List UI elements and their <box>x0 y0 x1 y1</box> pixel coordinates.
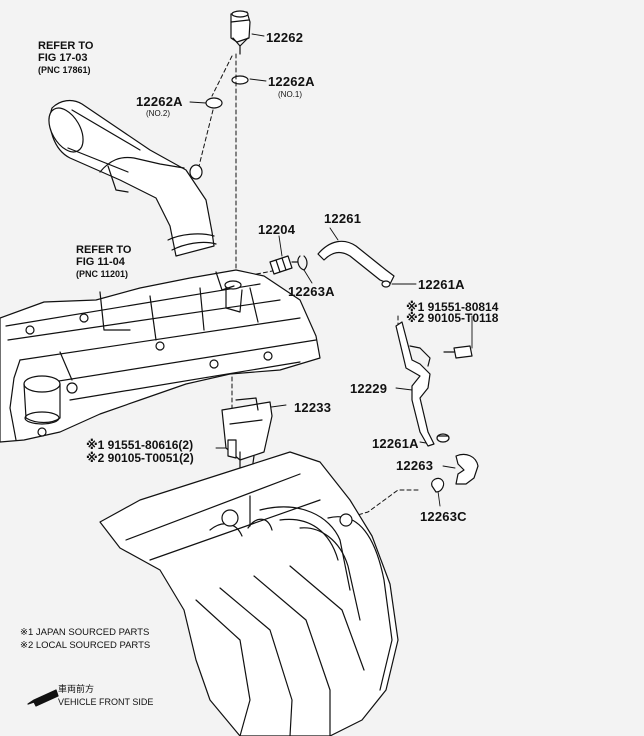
hose-12263 <box>455 453 479 485</box>
ring-12262A-no2 <box>205 97 223 109</box>
reference-fig-11-04: REFER TO FIG 11-04 (PNC 11201) <box>76 244 131 280</box>
part-label-91551-80616: ※1 91551-80616(2) <box>86 438 194 452</box>
part-note-no2: (NO.2) <box>146 109 170 118</box>
part-label-90105-T0118: ※2 90105-T0118 <box>406 311 499 325</box>
ring-12262A-no1 <box>231 75 249 85</box>
bolt-90105-T0118 <box>443 345 473 359</box>
part-note-no1: (NO.1) <box>278 90 302 99</box>
reference-line3: (PNC 11201) <box>76 269 129 279</box>
legend-local-sourced: ※2 LOCAL SOURCED PARTS <box>20 640 151 651</box>
part-label-12204: 12204 <box>258 222 296 237</box>
part-label-12233: 12233 <box>294 400 332 415</box>
part-label-12261A-top: 12261A <box>418 277 465 292</box>
reference-line2: FIG 11-04 <box>76 256 125 268</box>
reference-line1: REFER TO <box>76 244 132 256</box>
clamp-12263A <box>297 255 308 271</box>
reference-line2: FIG 17-03 <box>38 52 88 64</box>
intake-manifold <box>99 451 399 736</box>
clamp-12261A-top <box>381 280 391 288</box>
part-label-12262A-no2: 12262A <box>136 94 183 109</box>
reference-line3: (PNC 17861) <box>38 65 91 75</box>
part-label-12262A-no1: 12262A <box>268 74 315 89</box>
part-label-12263: 12263 <box>396 458 434 473</box>
direction-label-jp: 車両前方 <box>58 684 95 694</box>
part-label-91551-80814: ※1 91551-80814 <box>406 300 499 314</box>
legend-japan-sourced: ※1 JAPAN SOURCED PARTS <box>20 627 150 638</box>
hose-12261 <box>317 240 395 285</box>
front-direction-arrow <box>27 689 59 707</box>
direction-label-en: VEHICLE FRONT SIDE <box>58 697 154 707</box>
valve-12262 <box>230 10 251 55</box>
pcv-valve-12204 <box>269 255 299 275</box>
part-label-12263A: 12263A <box>288 284 335 299</box>
reference-fig-17-03: REFER TO FIG 17-03 (PNC 17861) <box>38 40 93 76</box>
cylinder-head <box>0 269 321 443</box>
part-label-12263C: 12263C <box>420 509 467 524</box>
part-label-12261: 12261 <box>324 211 362 226</box>
pipe-12229 <box>395 321 435 447</box>
reference-line1: REFER TO <box>38 40 94 52</box>
intake-duct <box>48 99 217 257</box>
part-label-90105-T0051: ※2 90105-T0051(2) <box>86 451 194 465</box>
clamp-12263C <box>431 477 445 493</box>
part-label-12262: 12262 <box>266 30 304 45</box>
part-label-12229: 12229 <box>350 381 388 396</box>
clamp-12261A-bottom <box>436 433 450 443</box>
sensor-12233 <box>221 397 273 471</box>
part-label-12261A-bottom: 12261A <box>372 436 419 451</box>
